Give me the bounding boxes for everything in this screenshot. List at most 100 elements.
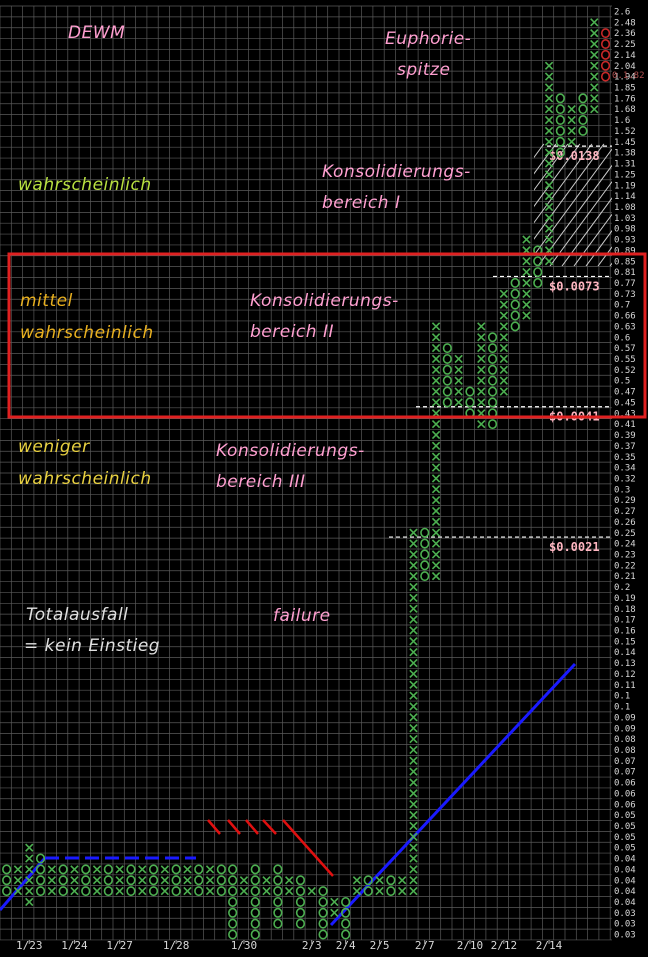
o-mark: [58, 886, 68, 897]
o-mark: [295, 886, 306, 897]
y-tick-label: 0.77: [614, 279, 636, 289]
x-tick-label: 2/12: [491, 939, 518, 952]
x-mark: [409, 658, 418, 668]
x-mark: [409, 854, 418, 863]
x-mark: [431, 506, 441, 516]
o-mark: [555, 104, 565, 115]
y-tick-label: 0.07: [614, 757, 636, 767]
o-mark: [250, 875, 260, 886]
x-mark: [522, 267, 531, 277]
hatch-line: [534, 143, 605, 240]
x-mark: [454, 387, 463, 396]
y-tick-label: 0.05: [614, 822, 636, 832]
x-mark: [409, 876, 418, 885]
hatch-line: [549, 180, 612, 267]
hatch-line: [537, 164, 612, 267]
y-tick-label: 0.03: [614, 931, 636, 941]
medium-label-2: wahrscheinlich: [20, 323, 154, 343]
x-mark: [431, 528, 441, 537]
o-mark: [420, 527, 430, 538]
x-mark: [544, 61, 554, 70]
x-mark: [431, 463, 441, 472]
y-tick-label: 0.27: [614, 507, 636, 517]
o-mark: [555, 115, 565, 126]
x-mark: [544, 159, 554, 168]
y-tick-label: 0.15: [614, 637, 636, 647]
o-mark: [487, 364, 498, 375]
resistance-tick: [245, 819, 259, 835]
y-tick-label: 0.14: [614, 648, 636, 658]
y-tick-label: 0.19: [614, 594, 636, 604]
o-mark: [487, 397, 498, 408]
x-mark: [499, 311, 509, 320]
x-mark: [409, 593, 418, 603]
o-mark: [600, 28, 611, 39]
x-mark: [544, 115, 554, 125]
x-mark: [544, 181, 554, 190]
y-tick-label: 0.06: [614, 789, 636, 799]
x-mark: [431, 354, 441, 364]
o-mark: [600, 71, 611, 82]
o-mark: [318, 907, 328, 918]
y-tick-label: 0.1: [614, 703, 630, 713]
x-mark: [431, 517, 441, 527]
y-tick-label: 0.06: [614, 779, 636, 789]
x-mark: [567, 137, 576, 146]
x-mark: [431, 398, 441, 407]
x-mark: [47, 886, 57, 896]
o-mark: [103, 875, 113, 886]
x-mark: [544, 257, 554, 266]
o-mark: [35, 886, 46, 897]
hatch-line: [534, 143, 581, 208]
x-mark: [477, 333, 486, 342]
y-tick-label: 0.73: [614, 290, 636, 300]
o-mark: [318, 896, 328, 907]
o-mark: [250, 918, 260, 929]
o-mark: [228, 864, 238, 875]
x-mark: [409, 865, 418, 874]
o-mark: [171, 864, 181, 875]
resistance-line: [282, 819, 334, 877]
o-mark: [103, 886, 113, 897]
o-mark: [318, 918, 328, 929]
y-tick-label: 0.07: [614, 768, 636, 778]
o-mark: [216, 875, 226, 886]
o-mark: [318, 929, 328, 940]
o-mark: [510, 310, 520, 321]
x-mark: [544, 83, 554, 92]
x-mark: [397, 886, 407, 896]
consolidation-2-label-a: Konsolidierungs-: [250, 291, 399, 311]
o-mark: [578, 104, 588, 115]
y-tick-label: 0.05: [614, 844, 636, 854]
x-mark: [375, 886, 384, 896]
x-mark: [522, 300, 531, 309]
y-tick-label: 1.52: [614, 127, 636, 137]
o-mark: [600, 49, 611, 60]
o-mark: [228, 929, 238, 940]
x-mark: [431, 322, 441, 331]
o-mark: [194, 864, 204, 875]
y-tick-label: 0.03: [614, 920, 636, 930]
total-loss-label-2: = kein Einstieg: [24, 636, 160, 656]
y-tick-label: 2.25: [614, 40, 636, 50]
y-tick-label: 0.25: [614, 529, 636, 539]
hatch-line: [534, 143, 569, 191]
o-mark: [58, 864, 68, 875]
o-mark: [442, 343, 452, 354]
o-mark: [148, 864, 159, 875]
x-tick-label: 2/3: [302, 939, 322, 952]
x-mark: [330, 897, 339, 907]
x-mark: [70, 865, 79, 874]
y-tick-label: 0.06: [614, 800, 636, 810]
last-price-label: 0.1.82: [612, 71, 645, 81]
y-tick-label: 0.63: [614, 322, 636, 332]
x-mark: [330, 908, 339, 917]
y-tick-label: 0.13: [614, 659, 636, 669]
o-mark: [228, 907, 238, 918]
y-tick-label: 0.09: [614, 724, 636, 734]
y-tick-label: 0.23: [614, 551, 636, 561]
o-mark: [487, 332, 498, 343]
price-level-label: $0.0021: [549, 540, 600, 554]
x-mark: [239, 876, 249, 885]
x-tick-label: 1/23: [16, 939, 43, 952]
